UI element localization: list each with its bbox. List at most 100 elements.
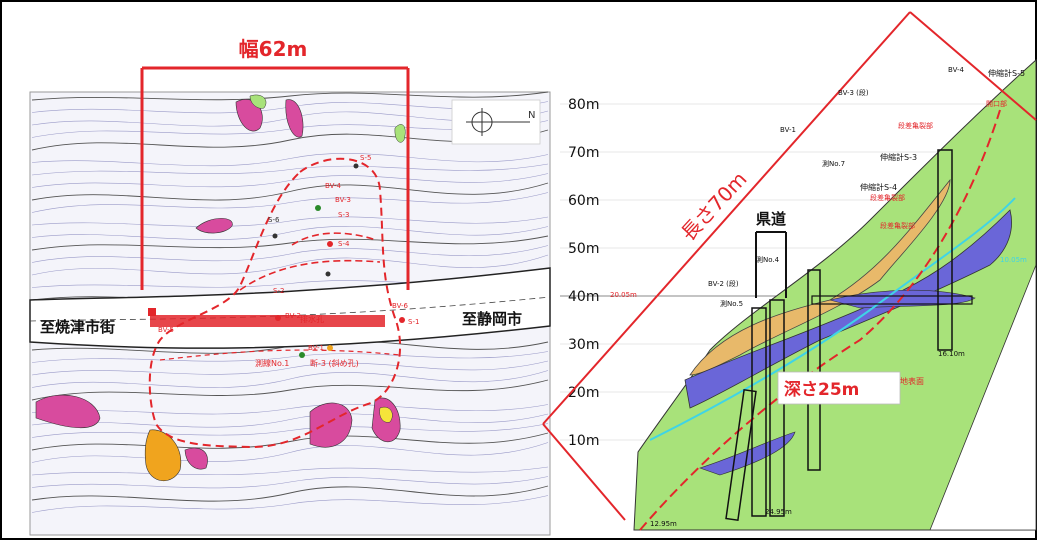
- contour-line: [31, 173, 549, 188]
- section-annotations: BV-2 (段) BV-3 (段) BV-4 BV-1 伸縮計S-5 伸縮計S-…: [610, 66, 1027, 528]
- contour-line: [31, 442, 549, 463]
- road-label-east: 至静岡市: [462, 310, 522, 328]
- elevation-tick-label: 10m: [568, 433, 599, 449]
- ground-layer: [633, 58, 1037, 531]
- station-labels: S-1 S-2 S-3 S-4 S-5 S-6 BV-1 BV-2 BV-3 B…: [158, 154, 419, 368]
- contour-line: [31, 245, 549, 263]
- small-label: 測No.5: [720, 299, 743, 308]
- elevation-tick-label: 50m: [568, 241, 599, 257]
- road-bracket: 県道: [755, 210, 787, 298]
- green-deposit: [394, 124, 406, 143]
- section-mark: 測線No.1: [255, 358, 289, 368]
- borehole: [769, 299, 785, 517]
- contour-line: [31, 476, 549, 489]
- station-marker: [353, 163, 359, 169]
- station-label: BV-5: [158, 326, 174, 334]
- station-marker: [299, 352, 305, 358]
- slope-length-top: [909, 11, 1037, 121]
- road-damage-zone: [150, 315, 385, 327]
- contour-line: [31, 423, 549, 438]
- elevation-tick-label: 20m: [568, 385, 599, 401]
- bottom-value: 24.95m: [765, 508, 792, 516]
- contour-line: [31, 432, 549, 451]
- colluvium-layer: [689, 178, 951, 376]
- boreholes: [725, 149, 973, 522]
- bore-label: BV-4: [948, 66, 964, 74]
- contour-line: [31, 235, 549, 251]
- contour-line: [31, 182, 549, 201]
- survey-stations: [148, 163, 405, 358]
- borehole: [751, 307, 767, 517]
- slope-length-line: [542, 11, 911, 425]
- pink-deposit: [184, 447, 208, 470]
- horizontal-drain: [811, 295, 973, 305]
- crack-label: 開口部: [986, 99, 1007, 108]
- crack-label: 段差亀裂部: [898, 121, 933, 130]
- station-label: BV-4: [325, 182, 341, 190]
- landslide-boundary: [148, 157, 402, 449]
- station-label: BV-3: [335, 196, 351, 204]
- contour-line: [31, 413, 549, 428]
- contour-line: [31, 466, 549, 476]
- station-label: S-6: [268, 216, 280, 224]
- contour-line: [31, 226, 549, 241]
- contour-line: [31, 360, 549, 376]
- bedrock-wedge: [929, 264, 1037, 531]
- bore-label: BV-2 (段): [708, 279, 739, 288]
- station-label: S-4: [338, 240, 350, 248]
- extensometer-label: 伸縮計S-3: [880, 152, 917, 162]
- compass-letter: N: [528, 110, 535, 121]
- station-marker: [327, 241, 333, 247]
- depth-label-box: [777, 371, 901, 405]
- elevation-tick-label: 30m: [568, 337, 599, 353]
- width-label: 幅62m: [239, 37, 308, 61]
- extensometer-label: 伸縮計S-4: [860, 182, 897, 192]
- bottom-value: 12.95m: [650, 520, 677, 528]
- borehole: [937, 149, 953, 351]
- elevation-tick-label: 80m: [568, 97, 599, 113]
- compass-icon: N: [451, 99, 541, 145]
- surface-label: 地表面: [900, 376, 924, 386]
- elevation-tick-label: 40m: [568, 289, 599, 305]
- width-dimension: 幅62m: [140, 37, 410, 290]
- crack-label: 段差亀裂部: [870, 193, 905, 202]
- contour-line: [31, 254, 549, 276]
- road-label-west: 至焼津市街: [40, 318, 115, 336]
- contour-line: [31, 370, 549, 388]
- slip-surface: [639, 109, 1001, 531]
- contour-line: [31, 91, 549, 101]
- elevation-tick-label: 70m: [568, 145, 599, 161]
- station-marker: [399, 317, 405, 323]
- road-label: 県道: [756, 210, 786, 228]
- pink-deposit: [309, 402, 353, 448]
- borehole: [807, 269, 821, 471]
- station-marker: [327, 345, 333, 351]
- amber-deposit: [144, 429, 182, 481]
- bore-label: BV-1: [780, 126, 796, 134]
- pink-deposit: [35, 394, 101, 429]
- station-label: BV-6: [392, 302, 408, 310]
- contour-line: [31, 216, 549, 227]
- crack-label: 段差亀裂部: [880, 221, 915, 230]
- groundwater-line: [649, 197, 1016, 441]
- drain-hole-label: 排水孔: [300, 314, 324, 324]
- station-marker: [275, 315, 281, 321]
- station-label: BV-1: [308, 344, 324, 352]
- borehole: [725, 388, 757, 522]
- pink-deposit: [195, 218, 233, 234]
- station-marker: [325, 271, 331, 277]
- boring-label: 断-3 (斜め孔): [310, 358, 359, 368]
- small-label: 測No.7: [822, 159, 845, 168]
- contour-line: [31, 351, 549, 363]
- road: [29, 267, 551, 349]
- slope-length-base: [542, 423, 626, 521]
- contour-line: [31, 153, 549, 167]
- depth-label: 深さ25m: [784, 379, 859, 400]
- bore-label: BV-3 (段): [838, 88, 869, 97]
- plan-view: 幅62m N 至焼津市街 至静岡市 S-1 S-2: [29, 37, 551, 536]
- small-label: 測No.4: [756, 255, 780, 264]
